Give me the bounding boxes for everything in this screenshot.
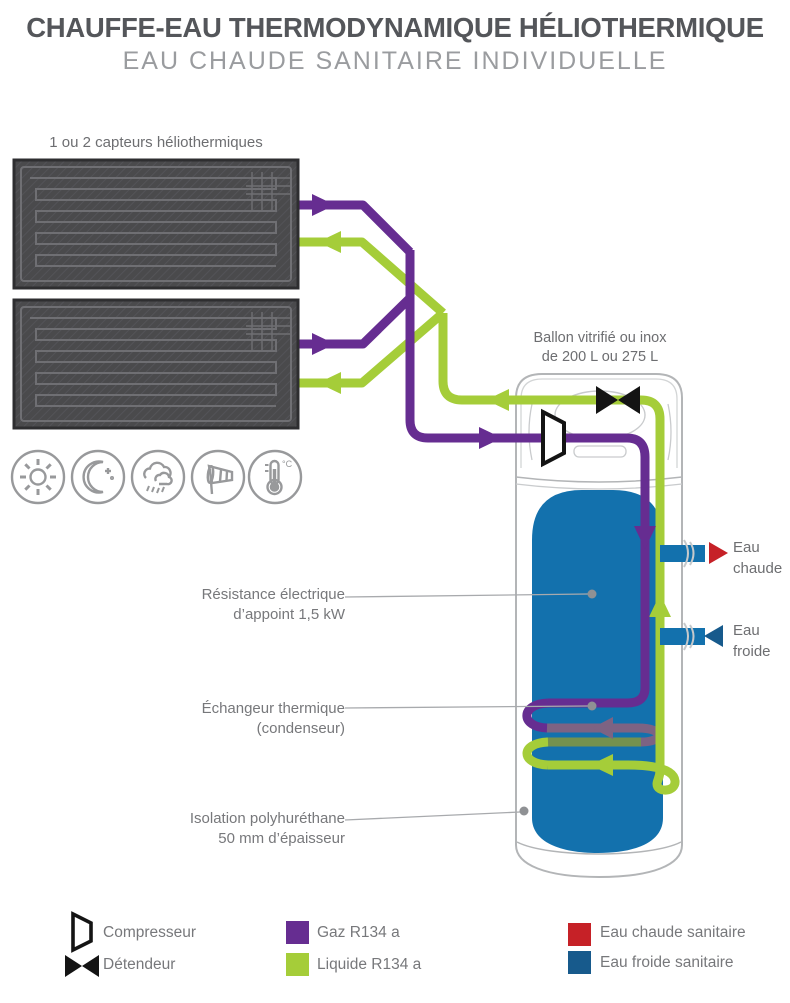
leader-insulation bbox=[344, 811, 521, 821]
cold-water-swatch bbox=[568, 951, 591, 974]
callout-resistance: Résistance électrique d’appoint 1,5 kW bbox=[0, 585, 345, 625]
dot-resistance bbox=[587, 589, 597, 599]
pipe-gas-coil-arc bbox=[522, 698, 549, 733]
hot-water-stub bbox=[660, 545, 705, 562]
compressor-icon bbox=[71, 911, 93, 953]
solar-panel-1 bbox=[12, 158, 300, 290]
temperature-icon: °C bbox=[247, 449, 303, 505]
gas-swatch bbox=[286, 921, 309, 944]
liquid-arrow-coil bbox=[590, 754, 613, 776]
tank-dome-bump bbox=[573, 445, 627, 458]
callout-exchanger-line2: (condenseur) bbox=[256, 720, 345, 737]
water-ports bbox=[660, 539, 728, 651]
pipe-gas-main bbox=[405, 250, 650, 708]
temperature-unit-label: °C bbox=[282, 459, 293, 469]
pipe-liquid-arrows bbox=[318, 231, 671, 776]
legend-hot-label: Eau chaude sanitaire bbox=[600, 924, 746, 941]
liquid-arrow-panel2 bbox=[318, 372, 341, 394]
compressor-icon bbox=[541, 408, 566, 468]
sun-icon bbox=[10, 449, 66, 505]
liquid-arrow-panel1 bbox=[318, 231, 341, 253]
solar-panel-2 bbox=[12, 298, 300, 430]
gas-arrow-down bbox=[634, 526, 656, 549]
tank-seam-lower bbox=[516, 841, 682, 855]
expansion-valve-icon bbox=[65, 955, 99, 977]
expansion-valve-icon bbox=[596, 386, 640, 414]
gas-arrow-in bbox=[479, 427, 502, 449]
liquid-arrow-top bbox=[486, 389, 509, 411]
hot-water-line2: chaude bbox=[733, 560, 783, 577]
callout-resistance-line2: d’appoint 1,5 kW bbox=[233, 606, 345, 623]
tank-shoulder-right bbox=[667, 403, 672, 461]
tank-shoulder-left bbox=[528, 403, 533, 461]
callout-resistance-line1: Résistance électrique bbox=[201, 586, 345, 603]
legend-liquid-label: Liquide R134 a bbox=[317, 956, 422, 973]
callout-insulation: Isolation polyhuréthane 50 mm d’épaisseu… bbox=[0, 809, 345, 849]
page-title: CHAUFFE-EAU THERMODYNAMIQUE HÉLIOTHERMIQ… bbox=[26, 12, 764, 43]
tank-inner-line bbox=[520, 378, 678, 468]
gas-arrow-panel2 bbox=[312, 333, 335, 355]
tank-label-line2: de 200 L ou 275 L bbox=[541, 349, 659, 365]
collectors-label: 1 ou 2 capteurs héliothermiques bbox=[49, 134, 263, 151]
callout-insulation-line2: 50 mm d’épaisseur bbox=[218, 830, 345, 847]
hot-stub-fitting bbox=[683, 539, 695, 568]
pipe-liquid-to-panel1 bbox=[298, 237, 446, 317]
leader-exchanger bbox=[344, 705, 589, 709]
dot-insulation bbox=[519, 806, 529, 816]
cold-water-stub bbox=[660, 628, 705, 645]
pipe-liquid-coil-curl bbox=[548, 760, 680, 795]
tank-label-line1: Ballon vitrifié ou inox bbox=[533, 330, 667, 346]
callout-leaders bbox=[344, 593, 589, 821]
pipe-gas-arrows bbox=[312, 194, 656, 549]
legend-detendeur-label: Détendeur bbox=[103, 956, 176, 973]
gas-arrow-panel1 bbox=[312, 194, 335, 216]
pipe-liquid-main bbox=[438, 313, 665, 766]
cold-stub-fitting bbox=[683, 622, 695, 651]
hot-water-label: Eau chaude bbox=[733, 537, 782, 579]
hot-water-swatch bbox=[568, 923, 591, 946]
dot-exchanger bbox=[587, 701, 597, 711]
cold-water-line1: Eau bbox=[733, 622, 760, 639]
leader-resistance bbox=[344, 593, 589, 598]
page-subtitle: EAU CHAUDE SANITAIRE INDIVIDUELLE bbox=[122, 47, 668, 75]
pipe-liquid-coil-arc bbox=[522, 737, 549, 770]
legend-gas-label: Gaz R134 a bbox=[317, 924, 400, 941]
moon-icon bbox=[70, 449, 126, 505]
cold-water-arrow bbox=[704, 625, 723, 647]
callout-exchanger-line1: Échangeur thermique bbox=[201, 700, 345, 717]
tank-label: Ballon vitrifié ou inox de 200 L ou 275 … bbox=[500, 329, 700, 367]
callout-insulation-line1: Isolation polyhuréthane bbox=[189, 810, 345, 827]
wind-icon bbox=[190, 449, 246, 505]
legend-compressor-label: Compresseur bbox=[103, 924, 197, 941]
cold-water-line2: froide bbox=[733, 643, 771, 660]
liquid-swatch bbox=[286, 953, 309, 976]
hot-water-line1: Eau bbox=[733, 539, 760, 556]
coil-rear-arrow bbox=[592, 717, 613, 739]
hot-water-arrow bbox=[709, 542, 728, 564]
callout-exchanger: Échangeur thermique (condenseur) bbox=[0, 699, 345, 739]
legend-cold-label: Eau froide sanitaire bbox=[600, 954, 734, 971]
callout-dots bbox=[519, 589, 597, 816]
cold-water-label: Eau froide bbox=[733, 620, 771, 662]
liquid-arrow-up bbox=[649, 594, 671, 617]
rain-icon bbox=[130, 449, 186, 505]
weather-icons: °C bbox=[10, 449, 303, 505]
